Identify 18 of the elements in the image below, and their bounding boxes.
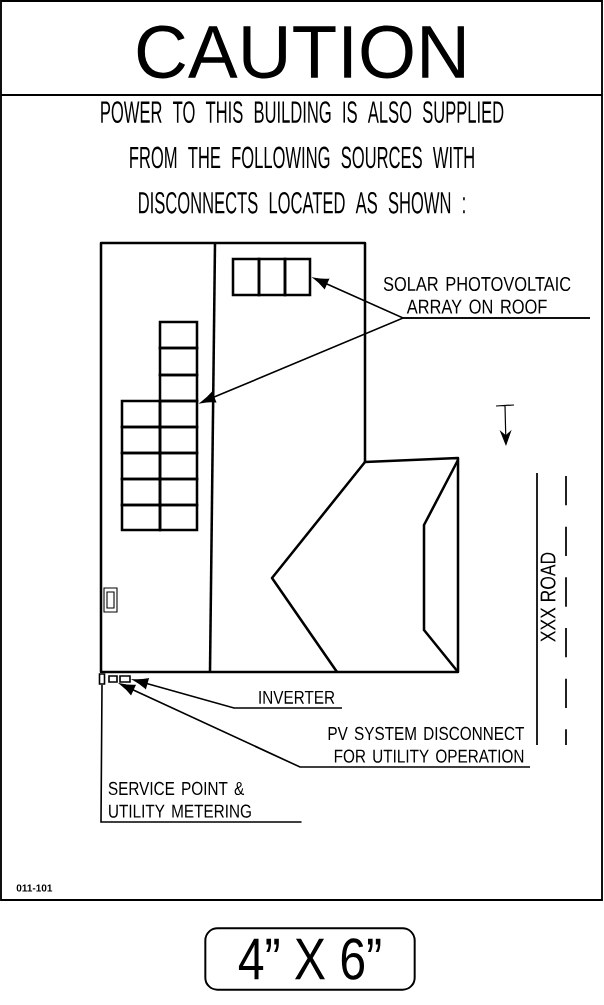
solar-panel-array bbox=[120, 320, 199, 532]
leader-line bbox=[133, 678, 343, 709]
callout-text: INVERTER bbox=[259, 690, 335, 704]
equipment-box bbox=[119, 675, 131, 683]
size-label: 4” X 6” bbox=[204, 927, 416, 991]
leader-line bbox=[200, 317, 591, 404]
callout-text: SOLAR PHOTOVOLTAIC ARRAY ON ROOF bbox=[383, 276, 571, 314]
code-text: 011-101 bbox=[16, 884, 53, 892]
leader-line bbox=[100, 684, 303, 823]
solar-panel-array bbox=[231, 257, 312, 297]
road-label: XXX ROAD bbox=[540, 552, 556, 642]
notice-text: POWER TO THIS BUILDING IS ALSO SUPPLIED FROM THE FOLLOWING SOURCES WITH DISCONNECTS LOCATED AS SHOWN : bbox=[101, 101, 504, 214]
callout-text: PV SYSTEM DISCONNECT FOR UTILITY OPERATION bbox=[328, 726, 525, 763]
heading: CAUTION bbox=[137, 25, 464, 79]
equipment-box bbox=[108, 675, 118, 683]
leader-line bbox=[120, 683, 531, 768]
callout-text: SERVICE POINT & UTILITY METERING bbox=[108, 781, 251, 818]
equipment-box bbox=[98, 673, 106, 685]
